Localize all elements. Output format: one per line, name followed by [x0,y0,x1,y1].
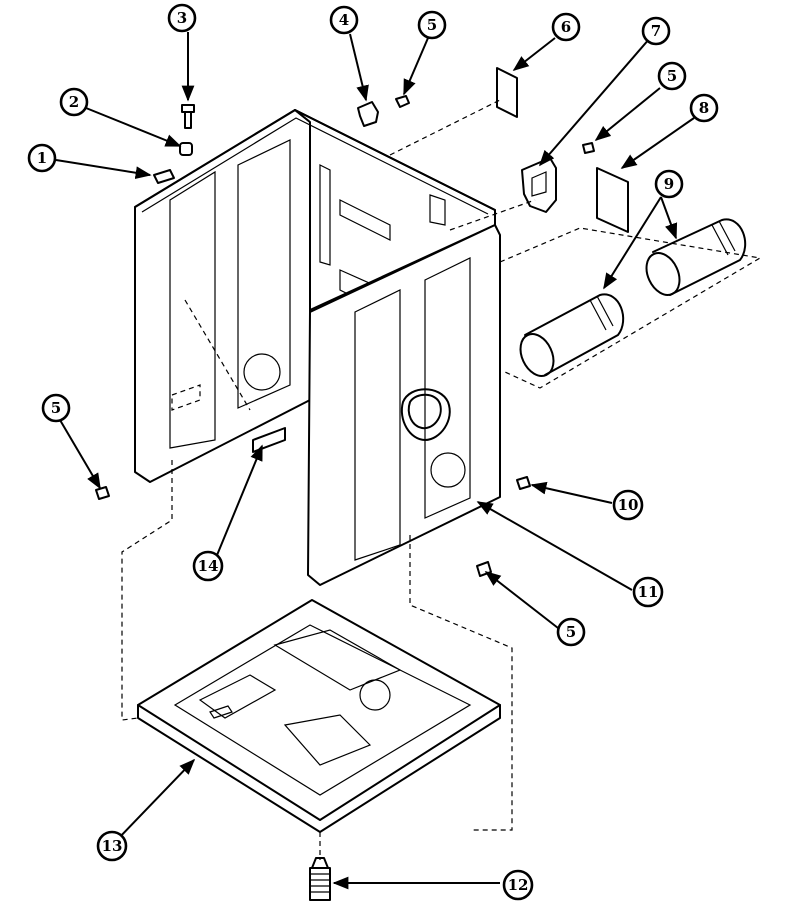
callout-leaders [55,32,695,890]
callout-5-top: 5 [417,10,447,40]
callout-7: 7 [641,16,671,46]
svg-text:7: 7 [651,22,661,40]
svg-text:5: 5 [427,16,437,34]
callout-13: 13 [96,830,128,862]
base-assembly [137,599,501,833]
svg-text:1: 1 [37,149,47,167]
leveling-leg-part-12 [309,857,331,901]
label-part-14 [252,427,286,453]
svg-text:9: 9 [664,175,674,193]
svg-text:3: 3 [177,9,187,27]
callout-11: 11 [632,576,664,608]
label-part-6 [496,67,518,118]
rear-slot-2 [339,199,391,241]
grommet-part-2 [179,142,193,156]
callout-2: 2 [59,87,89,117]
base-plate-recess [173,624,472,796]
svg-text:6: 6 [561,18,571,36]
callout-bubbles: 1 2 3 4 5 6 7 5 8 9 5 10 14 11 5 13 12 [27,3,719,901]
clip-part-4 [357,101,379,127]
callout-5-left: 5 [41,393,71,423]
assembly-guide-lines [121,99,762,860]
svg-text:12: 12 [508,876,529,894]
left-panel-emboss-2 [237,139,291,409]
svg-text:13: 13 [102,837,123,855]
plug-part-1 [153,169,175,184]
lint-filter-left [519,293,625,377]
bracket-part-7 [521,157,557,213]
svg-text:10: 10 [618,496,639,514]
svg-text:5: 5 [566,623,576,641]
screw-5-mid [582,142,595,154]
callout-4: 4 [329,5,359,35]
base-slot [209,705,233,719]
cabinet-top-rim [134,109,496,211]
svg-text:14: 14 [198,557,219,575]
front-panel-emboss-1 [354,289,401,561]
cabinet-front-panel [307,224,501,586]
front-door-opening [400,388,451,441]
front-panel-emboss-2 [424,257,471,519]
callout-5-lower: 5 [556,617,586,647]
base-recess-3 [283,714,372,766]
base-round-recess [359,679,391,711]
svg-text:4: 4 [339,11,349,29]
left-panel-vent [243,353,281,391]
screw-5-top [395,95,410,108]
callout-5-mid: 5 [657,61,687,91]
front-door-ring [407,393,442,430]
callout-1: 1 [27,143,57,173]
cabinet-left-panel [134,109,311,483]
callout-12: 12 [502,869,534,901]
label-part-8 [596,167,629,233]
svg-text:11: 11 [638,583,659,601]
base-recess-2 [198,674,277,719]
base-recess-1 [273,629,402,691]
screw-part-10 [516,476,531,490]
callout-9: 9 [654,169,684,199]
screw-5-left [95,486,110,500]
small-parts [95,67,747,901]
callout-8: 8 [689,93,719,123]
svg-text:5: 5 [51,399,61,417]
rear-slot-1 [319,164,331,266]
front-panel-vent [430,452,466,488]
rear-slot-4 [429,194,446,226]
callout-6: 6 [551,12,581,42]
left-panel-emboss-1 [169,170,216,449]
svg-text:2: 2 [69,93,79,111]
svg-text:8: 8 [699,99,709,117]
screw-part-3 [181,104,195,129]
svg-text:5: 5 [667,67,677,85]
callout-3: 3 [167,3,197,33]
callout-10: 10 [612,489,644,521]
cabinet-top-rim-inner [141,117,489,215]
callout-14: 14 [192,550,224,582]
lint-filter-right [645,218,747,296]
cabinet-assembly [134,109,501,586]
